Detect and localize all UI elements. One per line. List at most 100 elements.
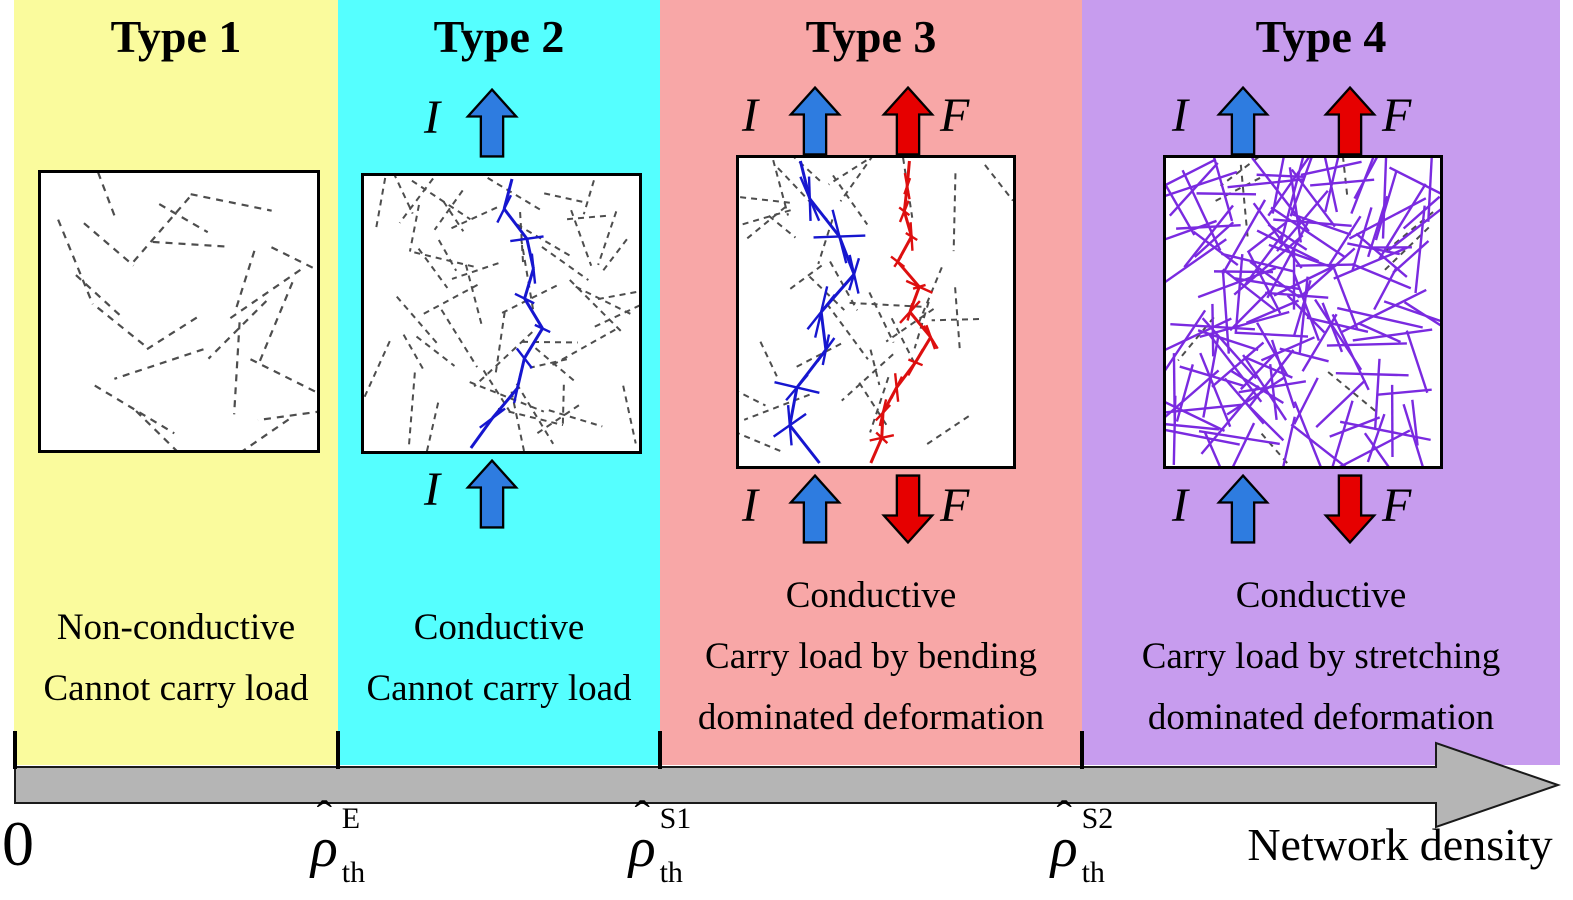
description-line: dominated deformation	[1147, 697, 1495, 738]
fiber	[548, 409, 603, 428]
fiber	[1381, 158, 1388, 239]
fiber	[1377, 388, 1432, 396]
fiber	[1388, 166, 1440, 195]
fiber	[1223, 377, 1265, 425]
fiber	[1315, 379, 1367, 428]
fiber	[437, 239, 458, 272]
fiber	[257, 410, 317, 422]
fiber	[740, 196, 793, 204]
fiber	[1279, 347, 1329, 363]
fiber	[1326, 342, 1407, 347]
fiber	[575, 285, 633, 316]
fiber	[1219, 158, 1259, 187]
fiber	[375, 176, 387, 228]
fiber	[1292, 279, 1312, 337]
density-axis-arrow	[14, 741, 1562, 829]
fiber	[142, 316, 198, 353]
fiber	[1197, 267, 1277, 299]
fiber	[1402, 195, 1440, 230]
rho-hat: ˆ	[1056, 791, 1072, 842]
fiber	[523, 327, 544, 360]
fiber	[417, 248, 449, 289]
panel-description-type-1: Non-conductive Cannot carry load	[14, 597, 338, 719]
description-line: Carry load by stretching	[1141, 636, 1501, 677]
fiber	[1279, 158, 1305, 245]
fiber	[1377, 183, 1427, 261]
fiber	[1293, 377, 1319, 425]
fiber	[1166, 309, 1207, 372]
fiber	[408, 204, 420, 252]
axis-origin-label: 0	[2, 808, 34, 879]
fiber	[1196, 192, 1257, 196]
force-label: F	[1382, 89, 1412, 142]
fiber	[433, 189, 464, 231]
fiber	[905, 231, 918, 242]
fiber	[512, 373, 522, 404]
fiber	[523, 268, 535, 299]
fiber	[1363, 432, 1390, 466]
force-arrow-down-icon	[1323, 474, 1377, 545]
fiber	[451, 262, 499, 280]
fiber	[1234, 331, 1309, 338]
fiber	[440, 309, 478, 368]
fiber	[543, 192, 586, 204]
fiber	[826, 303, 869, 360]
fiber	[793, 342, 842, 370]
fiber	[516, 223, 575, 259]
fiber	[1374, 170, 1398, 241]
fiber	[393, 176, 414, 214]
fiber	[1286, 294, 1326, 334]
fiber	[418, 284, 478, 317]
fiber	[1295, 263, 1354, 267]
fiber	[1352, 328, 1433, 342]
fiber	[1270, 339, 1296, 409]
fiber	[1402, 403, 1424, 466]
fiber	[530, 253, 537, 284]
fiber	[1238, 380, 1307, 394]
fiber	[1260, 432, 1292, 466]
fiber	[135, 410, 178, 450]
description-line: Carry load by bending	[705, 636, 1037, 677]
description-line: dominated deformation	[697, 697, 1045, 738]
fiber	[515, 347, 533, 369]
fiber	[414, 251, 478, 269]
fiber	[233, 322, 241, 415]
axis-label: Network density	[1247, 819, 1553, 870]
fiber	[1166, 170, 1238, 197]
fiber	[550, 328, 616, 367]
current-label: I	[742, 479, 758, 532]
fiber	[869, 349, 881, 386]
fiber	[743, 393, 810, 421]
fiber	[1166, 238, 1227, 283]
fiber	[1333, 246, 1408, 280]
fiber	[502, 207, 529, 240]
fiber	[875, 431, 889, 445]
fiber	[242, 418, 290, 450]
current-arrow-up-icon	[465, 458, 519, 529]
fiber	[1211, 303, 1215, 357]
fiber	[364, 340, 391, 401]
fiber	[207, 300, 268, 360]
fiber	[1298, 276, 1309, 353]
fiber	[1331, 313, 1370, 391]
fiber	[1355, 232, 1408, 278]
fiber	[1427, 158, 1433, 222]
fiber	[496, 194, 513, 224]
fiber	[1331, 400, 1354, 466]
force-arrow-up-icon	[1323, 85, 1377, 156]
rho-hat: ˆ	[316, 791, 332, 842]
fiber	[1323, 158, 1339, 213]
fiber	[1172, 395, 1177, 465]
fiber	[494, 311, 506, 373]
panel-description-type-4: Conductive Carry load by stretching domi…	[1082, 565, 1560, 748]
fiber	[759, 341, 778, 377]
fiber	[984, 164, 1013, 202]
fiber	[799, 176, 821, 222]
rho-hat: ˆ	[634, 791, 650, 842]
fiber	[893, 255, 903, 268]
fiber	[817, 219, 834, 265]
fiber	[1373, 267, 1398, 311]
